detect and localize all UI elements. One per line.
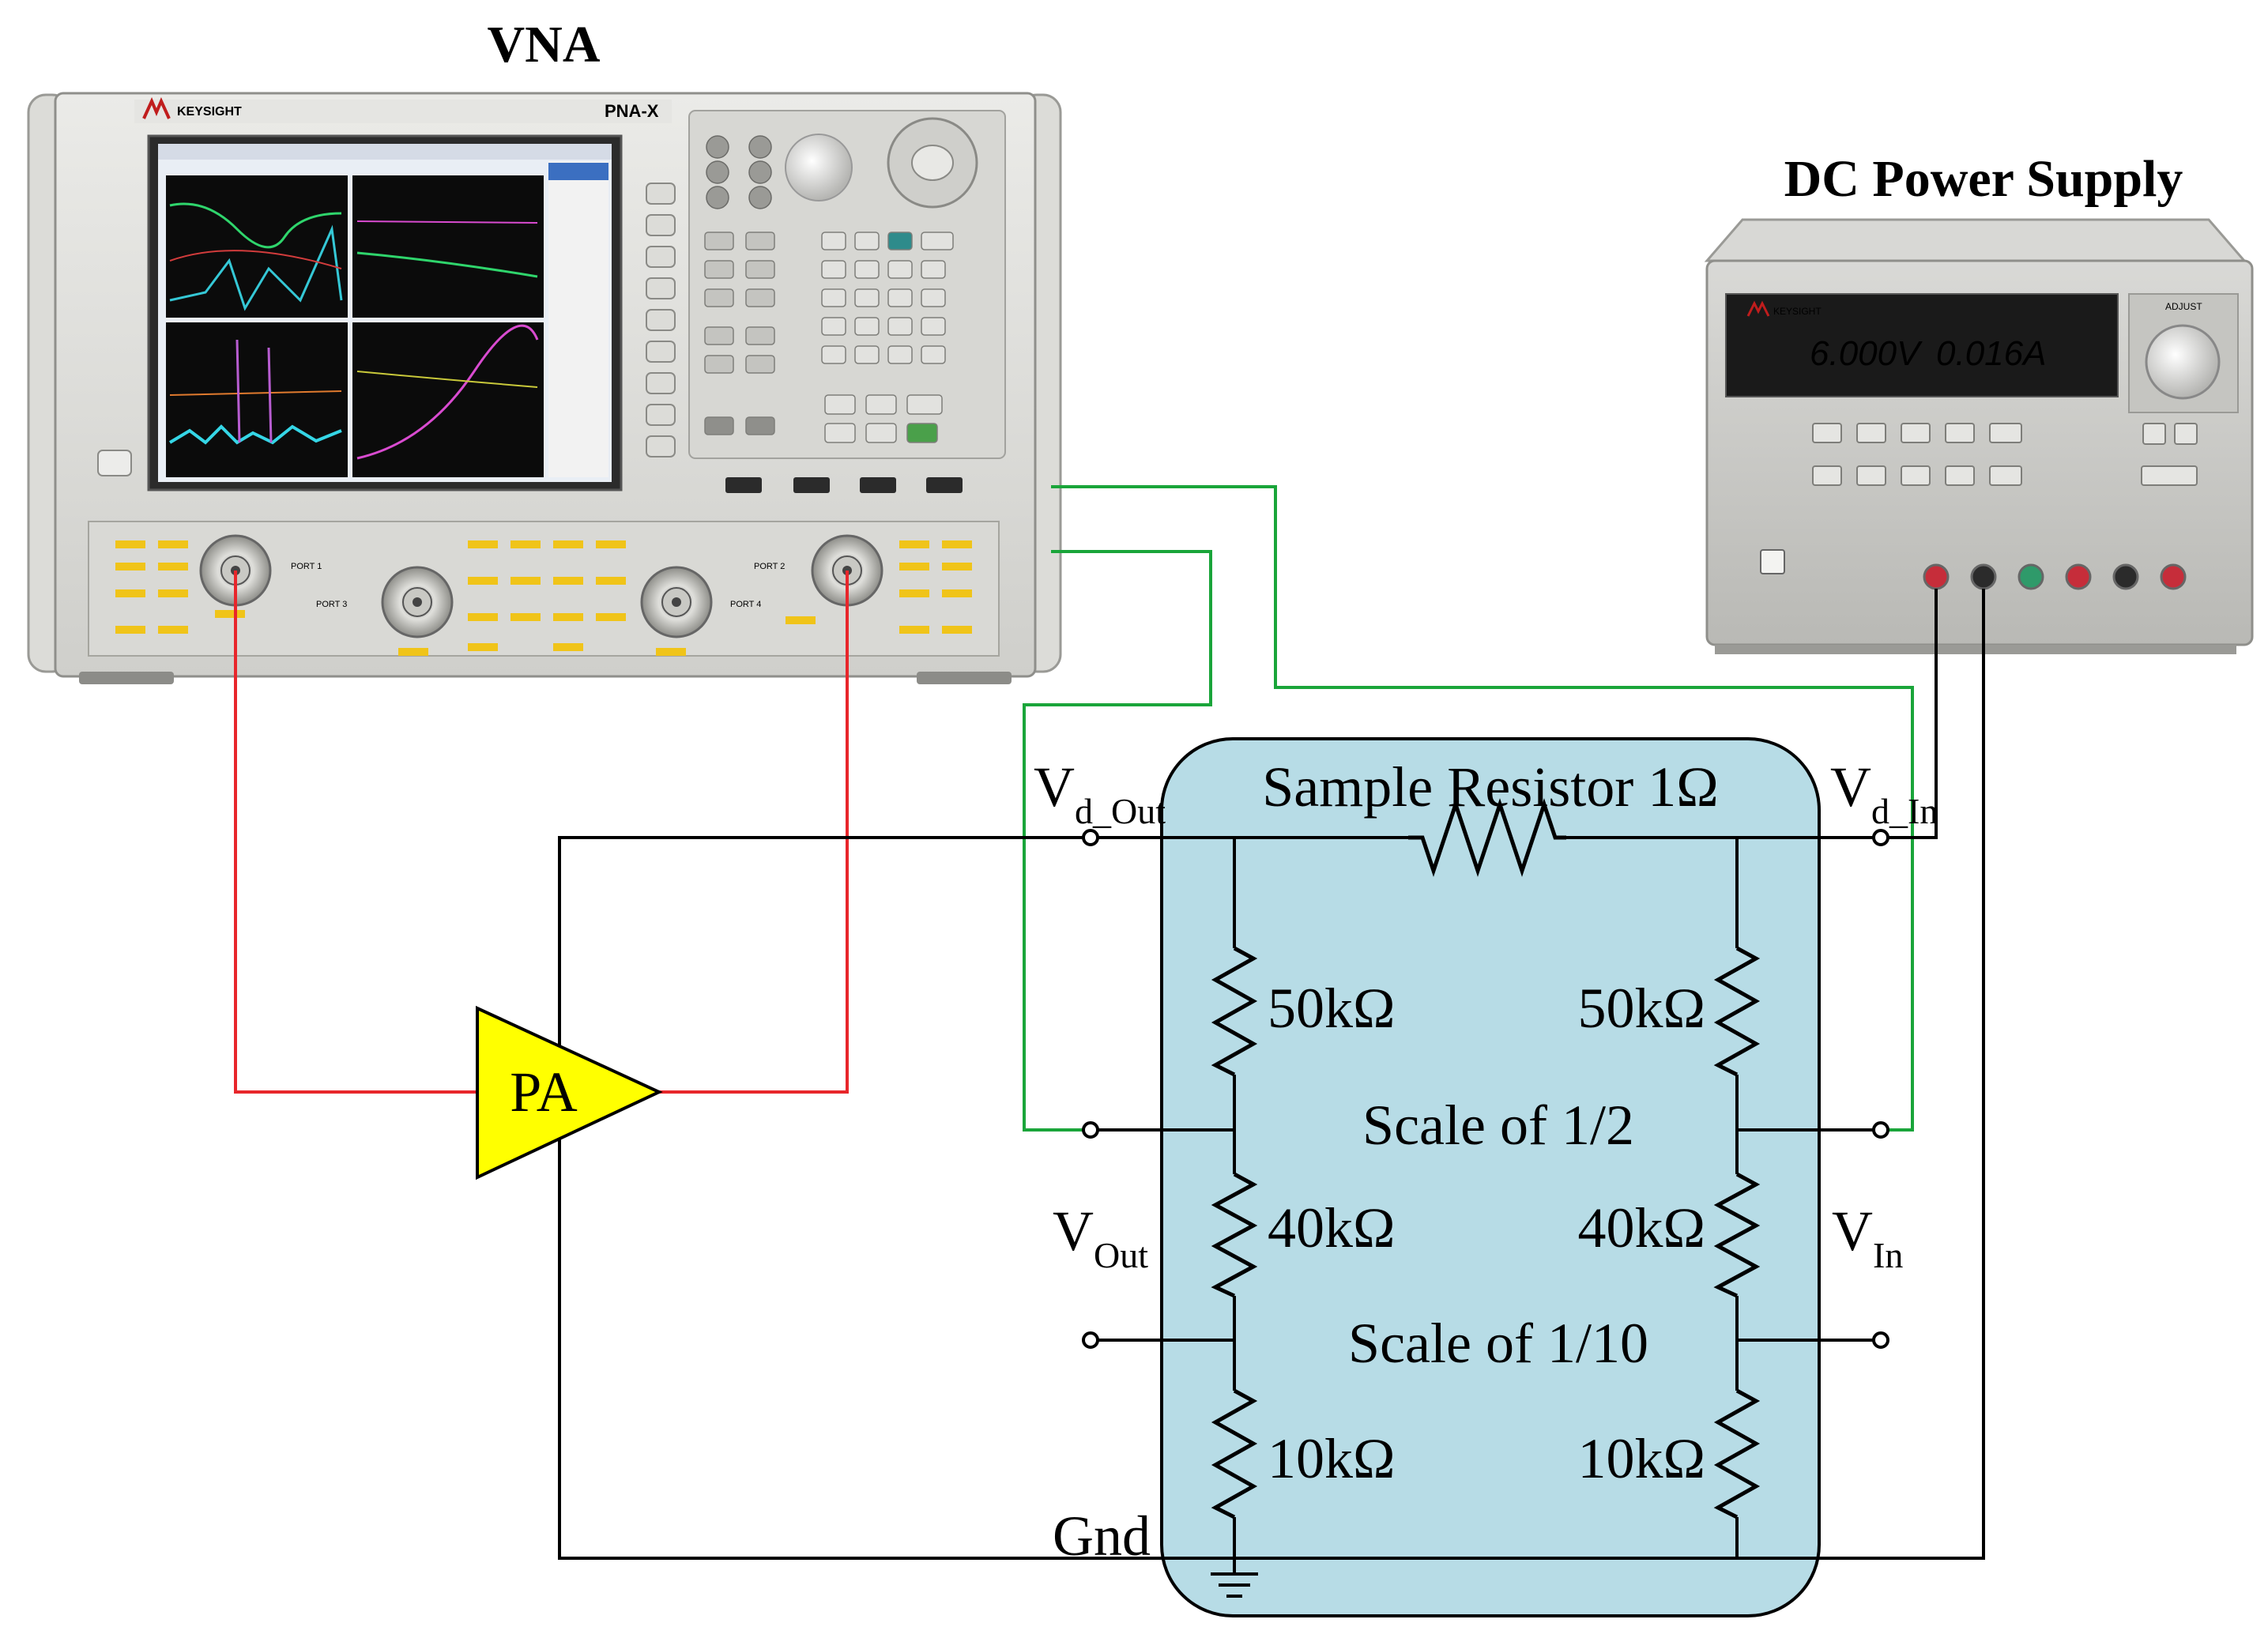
sample-resistor-label: Sample Resistor 1Ω [1262,755,1718,819]
v-in-label: VIn [1832,1199,1903,1275]
vna-usb-ports [725,477,963,493]
rf-cable-port1-to-pa [234,570,477,1094]
gnd-label: Gnd [1053,1504,1151,1568]
vna-softkeys [646,183,676,458]
dc-power-supply: KEYSIGHT 6.000V 0.016A ADJUST [1704,218,2254,654]
scale-tenth-label: Scale of 1/10 [1348,1312,1648,1375]
wire-vd-out-to-pa [558,836,1234,1560]
dc-supply-adjust-knob-icon [2145,324,2221,400]
vna-screen-traces [166,175,544,477]
vna-port-4-label: PORT 4 [730,600,761,609]
dc-supply-brand-label: KEYSIGHT [1773,306,1822,317]
resistor-left-10k-label: 10kΩ [1268,1427,1396,1490]
dc-supply-function-buttons [1812,423,2198,486]
vna-port-4-connector [640,566,713,638]
vna-port-1-label: PORT 1 [291,562,322,571]
vd-out-label: Vd_Out [1034,755,1166,831]
wire-psu-negative [1737,589,1985,1560]
vna-port-3-label: PORT 3 [316,600,347,609]
resistor-right-10k-label: 10kΩ [1577,1427,1705,1490]
v-in-label-sub: In [1873,1235,1903,1275]
vna-jumper-labels [115,540,972,656]
rf-cable-pa-to-port2 [659,570,849,1094]
dc-supply-keysight-logo-icon [1746,300,1770,317]
wire-psu-positive [1881,589,1938,839]
dc-supply-power-switch [1760,549,1785,574]
v-out-label-sub: Out [1094,1235,1148,1275]
v-out-label: VOut [1053,1199,1148,1275]
vna-keypad [706,135,772,209]
sense-wire-vd-out-half [1023,550,1212,1132]
dc-supply-title: DC Power Supply [1784,150,2183,208]
vna-instrument: KEYSIGHT PNA-X [27,92,1062,684]
terminal-v-out [1082,1331,1099,1349]
divider-box [1160,737,1821,1617]
vd-in-label: Vd_In [1830,755,1938,831]
pa-label: PA [510,1060,577,1124]
scale-half-label: Scale of 1/2 [1362,1094,1634,1157]
sample-resistor-symbol [1408,798,1566,877]
sense-wire-vd-in-half [1051,485,1914,1132]
vna-brand-label: KEYSIGHT [177,105,242,119]
vd-out-label-sub: d_Out [1075,791,1166,831]
sense-wires [1023,485,1914,1132]
resistor-left-50k-label: 50kΩ [1268,977,1396,1040]
terminal-vd-out [1082,829,1099,846]
resistor-left-10k-symbol [1211,1388,1258,1519]
resistor-symbols [1211,798,1761,1519]
vna-port-2-label: PORT 2 [754,562,785,571]
power-amplifier [476,1005,663,1180]
rf-cables [234,570,849,1094]
terminal-v-in [1872,1331,1889,1349]
vd-in-label-main: V [1830,755,1871,819]
vna-power-button [97,450,132,476]
resistor-right-40k-label: 40kΩ [1577,1196,1705,1260]
resistor-right-40k-symbol [1713,1172,1761,1298]
resistor-right-50k-label: 50kΩ [1577,977,1705,1040]
keysight-logo-icon [142,97,171,119]
resistor-left-40k-symbol [1211,1172,1258,1298]
resistor-left-40k-label: 40kΩ [1268,1196,1396,1260]
terminal-half-left [1082,1121,1099,1139]
dc-supply-voltage-readout: 6.000V [1810,334,1923,373]
vna-model-label: PNA-X [605,101,659,121]
dc-supply-adjust-label: ADJUST [2165,301,2202,312]
v-in-label-main: V [1832,1199,1873,1263]
terminal-nodes [1082,829,1889,1349]
resistor-left-50k-symbol [1211,946,1258,1077]
vna-port-3-connector [381,566,454,638]
ground-symbol-icon [1211,1572,1258,1598]
v-out-label-main: V [1053,1199,1094,1263]
vd-out-label-main: V [1034,755,1075,819]
resistor-right-10k-symbol [1713,1388,1761,1519]
dc-supply-current-readout: 0.016A [1936,334,2046,373]
resistor-right-50k-symbol [1713,946,1761,1077]
vna-rotary-knob-icon [785,134,853,201]
vna-title: VNA [488,16,601,73]
terminal-half-right [1872,1121,1889,1139]
terminal-vd-in [1872,829,1889,846]
vd-in-label-sub: d_In [1871,791,1938,831]
bias-wires [558,589,1985,1572]
